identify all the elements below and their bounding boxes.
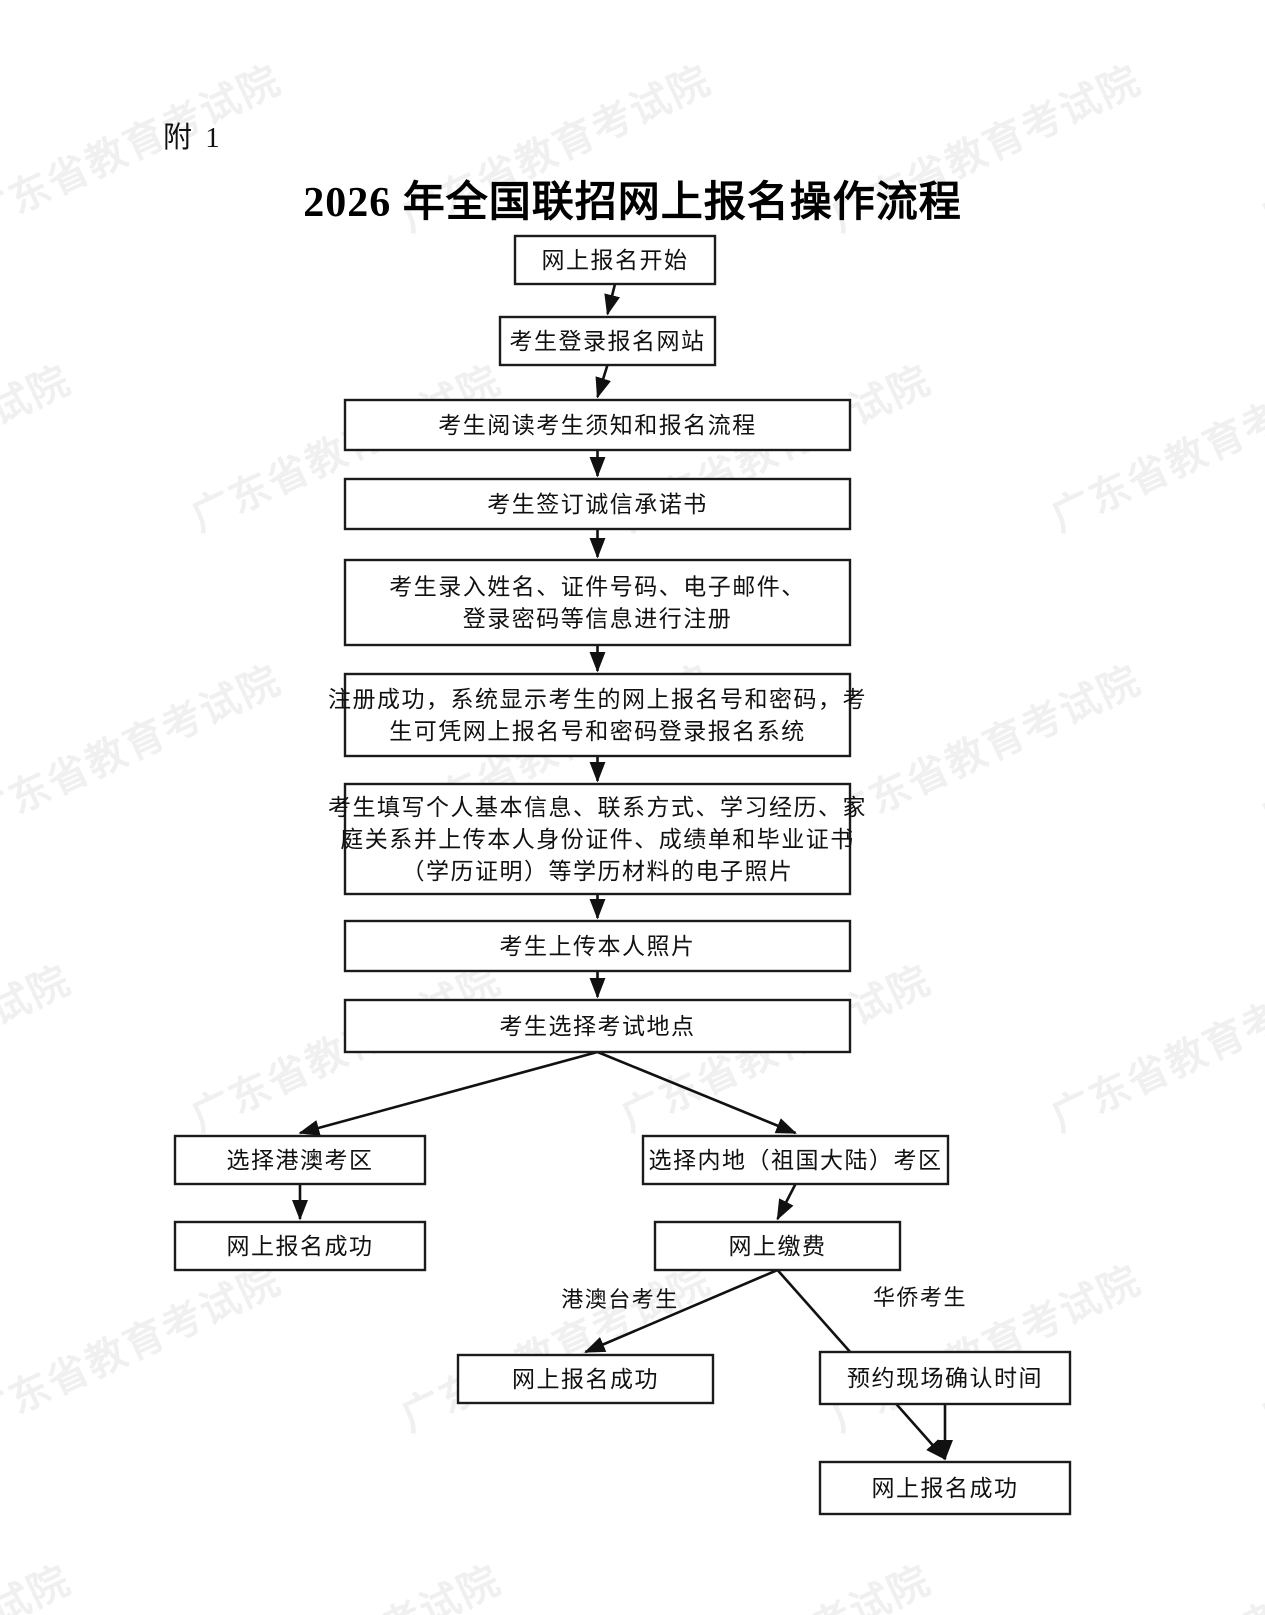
flowchart-nodes: 网上报名开始考生登录报名网站考生阅读考生须知和报名流程考生签订诚信承诺书考生录入… xyxy=(173,234,1072,1516)
flow-node-label: 考生选择考试地点 xyxy=(500,1014,696,1039)
flow-node: 预约现场确认时间 xyxy=(818,1350,1072,1406)
flow-node: 考生录入姓名、证件号码、电子邮件、登录密码等信息进行注册 xyxy=(343,558,852,647)
flow-node-box xyxy=(173,1220,427,1272)
flow-node: 网上报名成功 xyxy=(456,1353,715,1405)
flow-node-box xyxy=(343,477,852,531)
flow-node-label: 登录密码等信息进行注册 xyxy=(463,607,733,632)
flow-edge xyxy=(597,1050,797,1135)
attachment-label: 附 1 xyxy=(163,122,223,154)
flow-node-label: 生可凭网上报名号和密码登录报名系统 xyxy=(389,719,806,744)
flow-node-box xyxy=(343,919,852,973)
flow-node-box xyxy=(818,1350,1072,1406)
flow-edge xyxy=(298,1050,598,1136)
flow-node: 考生上传本人照片 xyxy=(343,919,852,973)
flow-node-label: 网上报名成功 xyxy=(512,1367,659,1392)
flow-node-label: 预约现场确认时间 xyxy=(847,1366,1043,1391)
flow-node-box xyxy=(513,234,717,286)
flow-node-box xyxy=(498,315,717,367)
flow-node-box xyxy=(343,672,852,758)
flowchart-edges xyxy=(291,283,954,1461)
flow-node-box xyxy=(641,1134,950,1186)
flow-node: 考生签订诚信承诺书 xyxy=(343,477,852,531)
flow-edge xyxy=(595,364,611,399)
flow-node: 网上缴费 xyxy=(653,1220,902,1272)
flow-node-box xyxy=(343,558,852,647)
flow-node: 考生阅读考生须知和报名流程 xyxy=(343,398,852,452)
flow-node-box xyxy=(456,1353,715,1405)
flow-node-label: 考生上传本人照片 xyxy=(500,934,696,959)
flow-edge xyxy=(584,1268,779,1354)
flow-node-label: 庭关系并上传本人身份证件、成绩单和毕业证书 xyxy=(340,827,855,852)
flow-node-box xyxy=(343,998,852,1054)
flow-node-label: 网上报名开始 xyxy=(542,248,689,273)
flow-node-box xyxy=(343,398,852,452)
flow-node-label: 网上报名成功 xyxy=(872,1476,1019,1501)
flow-node: 网上报名成功 xyxy=(818,1460,1072,1516)
flow-node: 选择内地（祖国大陆）考区 xyxy=(641,1134,950,1186)
flow-node-label: 考生录入姓名、证件号码、电子邮件、 xyxy=(389,575,806,600)
flow-node-label: 考生签订诚信承诺书 xyxy=(487,492,708,517)
flow-edge xyxy=(776,1183,797,1221)
flowchart-edge-labels: 港澳台考生 华侨考生 xyxy=(561,1285,967,1312)
flow-edge xyxy=(604,283,620,316)
flow-node-box xyxy=(343,782,852,896)
flow-node-label: 考生阅读考生须知和报名流程 xyxy=(438,413,757,438)
flow-node-box xyxy=(653,1220,902,1272)
flow-node-label: 注册成功，系统显示考生的网上报名号和密码，考 xyxy=(328,687,867,712)
flow-node-label: 选择内地（祖国大陆）考区 xyxy=(649,1148,943,1173)
flow-node-label: 选择港澳考区 xyxy=(227,1148,374,1173)
flow-node-box xyxy=(173,1134,427,1186)
flow-node: 网上报名成功 xyxy=(173,1220,427,1272)
flow-node-label: 网上缴费 xyxy=(729,1234,827,1259)
flow-node: 网上报名开始 xyxy=(513,234,717,286)
flow-node-label: 考生填写个人基本信息、联系方式、学习经历、家 xyxy=(328,795,867,820)
flow-node: 考生登录报名网站 xyxy=(498,315,717,367)
flow-node-box xyxy=(818,1460,1072,1516)
flow-edge-label: 港澳台考生 xyxy=(561,1287,679,1312)
flow-node-label: 网上报名成功 xyxy=(227,1234,374,1259)
flow-node: 考生填写个人基本信息、联系方式、学习经历、家庭关系并上传本人身份证件、成绩单和毕… xyxy=(328,782,867,896)
flow-node-label: 考生登录报名网站 xyxy=(510,329,706,354)
page-title: 2026 年全国联招网上报名操作流程 xyxy=(303,180,962,226)
flow-node-label: （学历证明）等学历材料的电子照片 xyxy=(402,859,794,884)
flow-edge-label: 华侨考生 xyxy=(873,1285,967,1310)
flow-node: 选择港澳考区 xyxy=(173,1134,427,1186)
flow-node: 考生选择考试地点 xyxy=(343,998,852,1054)
